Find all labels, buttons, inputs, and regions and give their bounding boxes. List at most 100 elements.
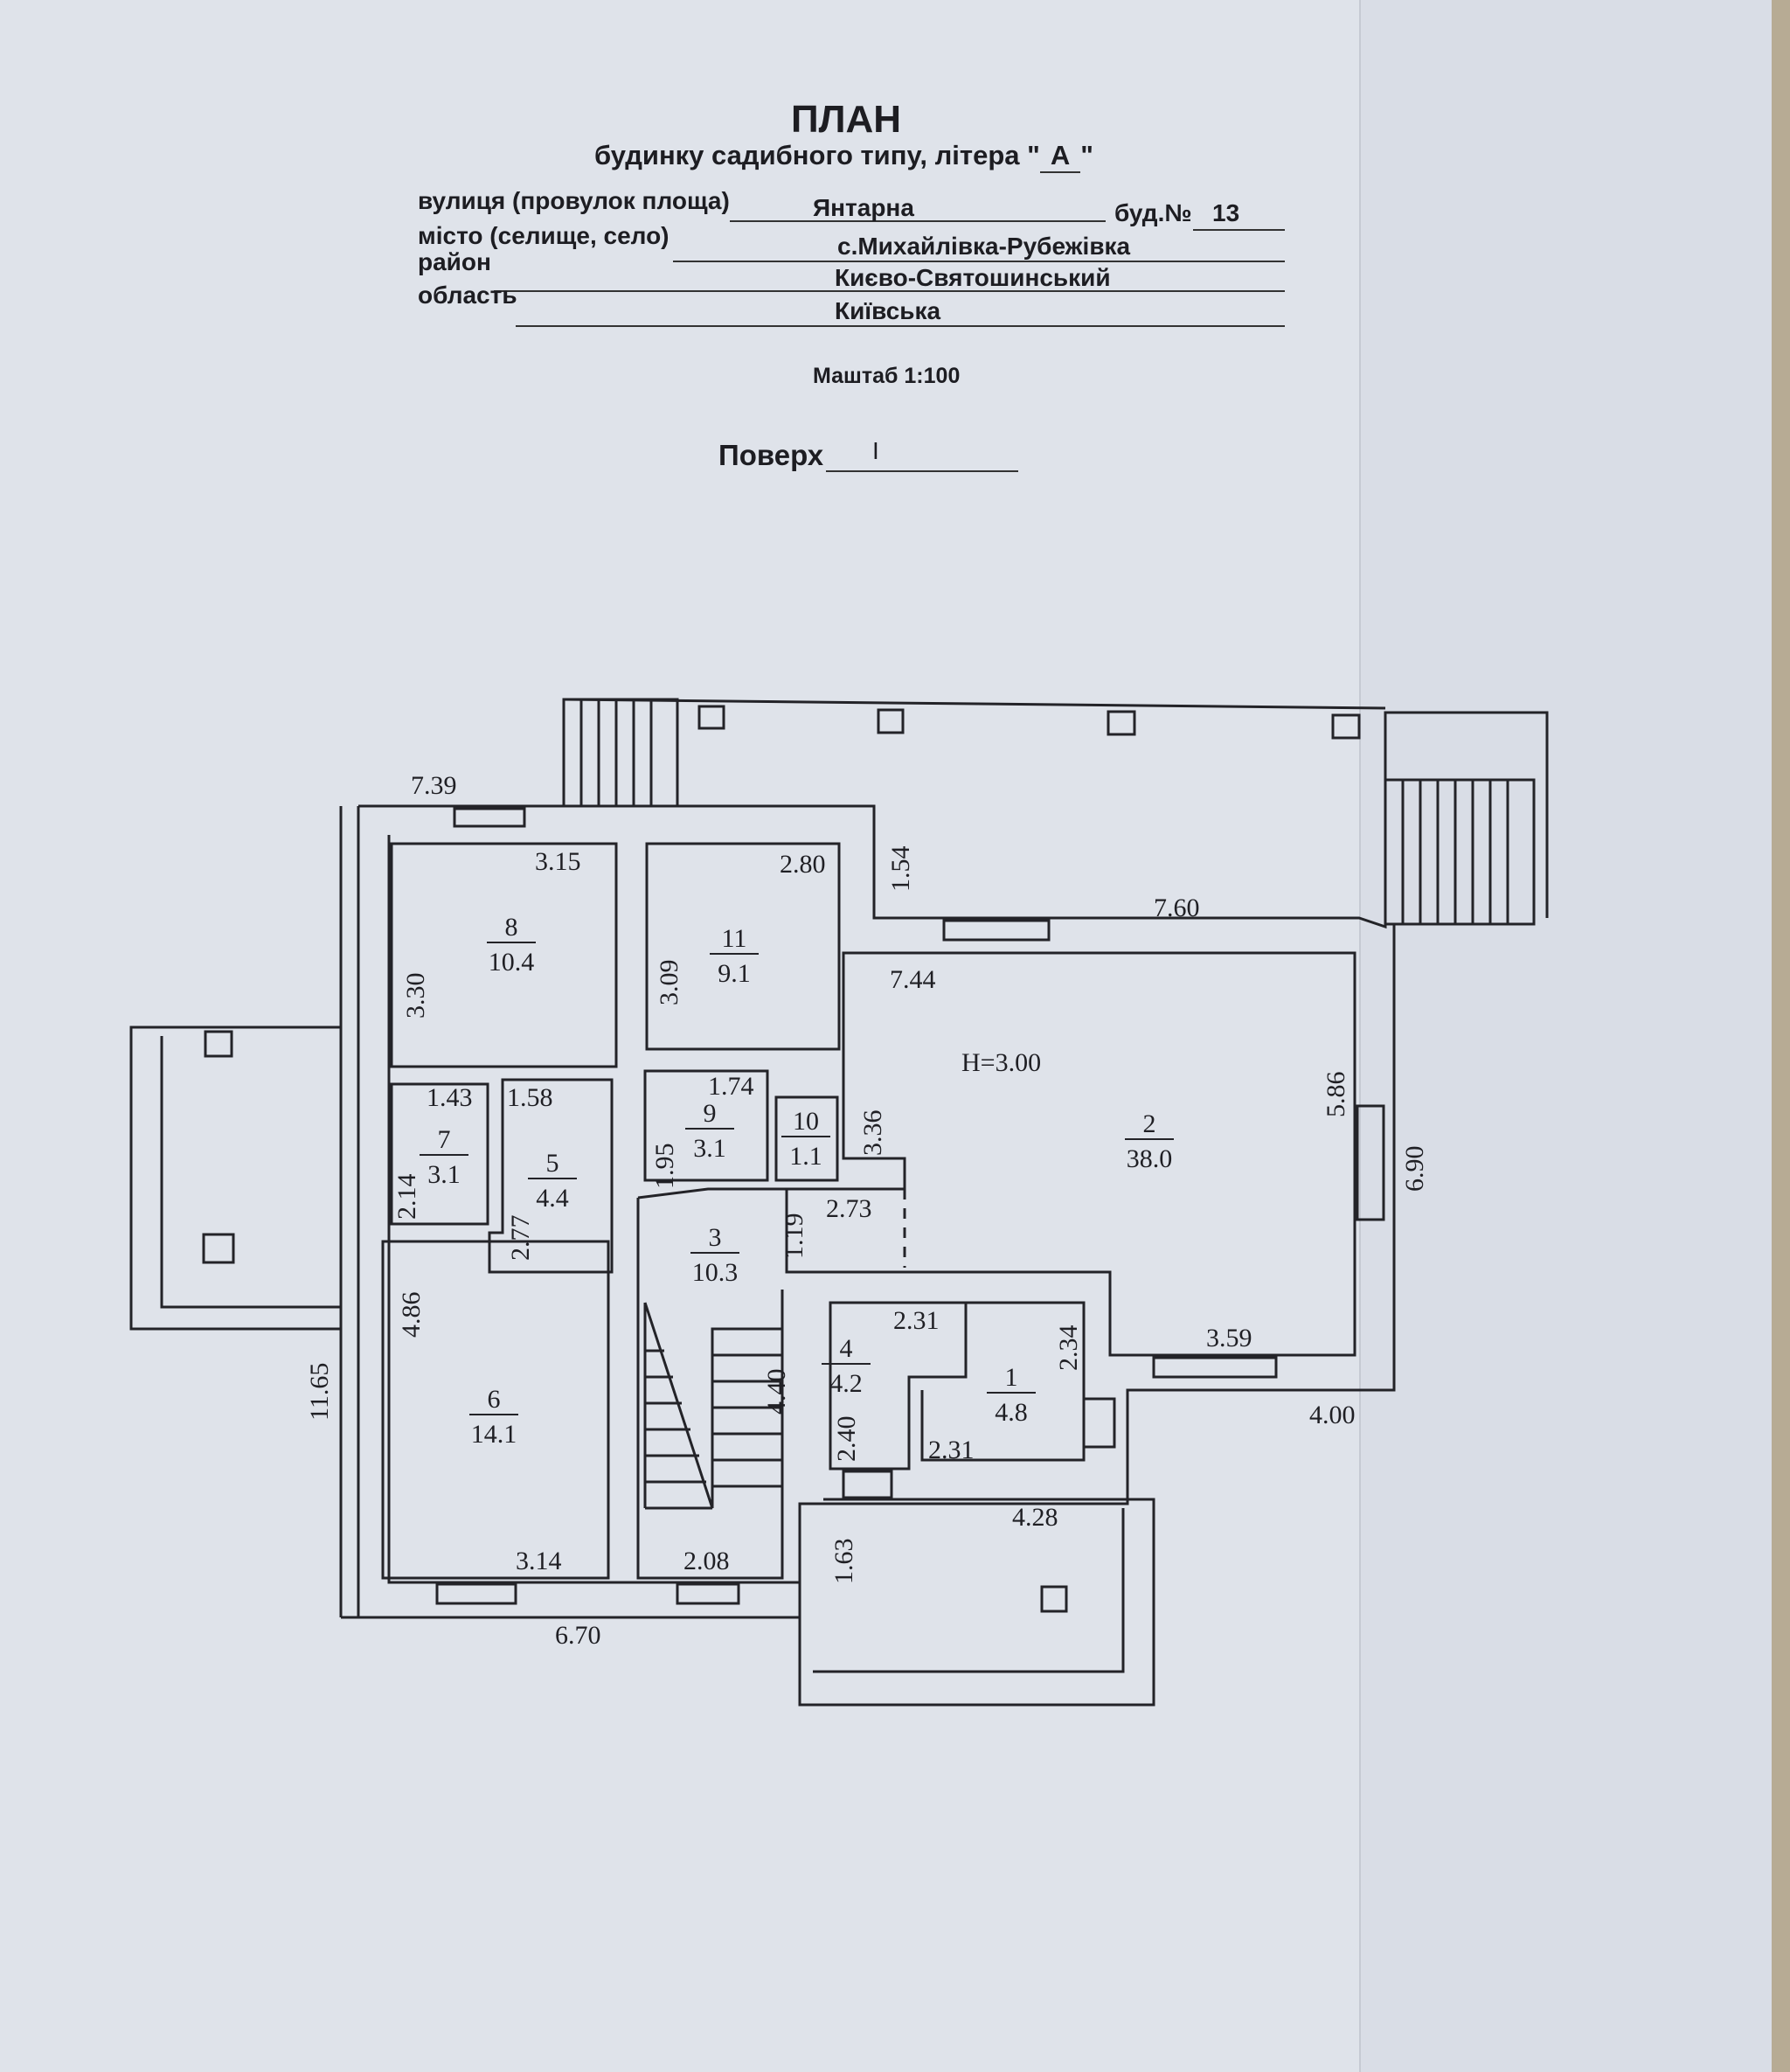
- dim-2-34: 2.34: [1054, 1325, 1083, 1372]
- floor-label: Поверх: [718, 439, 824, 471]
- dim-7-60: 7.60: [1154, 893, 1200, 922]
- room-area: 10.3: [692, 1258, 739, 1287]
- subtitle-suffix: ": [1080, 140, 1093, 170]
- building-label: буд.№: [1114, 199, 1192, 226]
- room-label-2: 238.0: [1125, 1109, 1174, 1173]
- street-underline: [730, 220, 1106, 222]
- dim-1-43: 1.43: [427, 1083, 473, 1112]
- dim-6-70: 6.70: [555, 1621, 601, 1650]
- building-underline: [1193, 229, 1285, 231]
- room-area: 9.1: [718, 959, 751, 988]
- scale-label: Маштаб 1:100: [813, 364, 961, 388]
- dim-5-86: 5.86: [1322, 1072, 1350, 1118]
- internal-stair: [643, 1302, 782, 1509]
- floor-underline: [826, 470, 1018, 472]
- dim-3-59: 3.59: [1206, 1324, 1252, 1352]
- dim-3-30: 3.30: [401, 973, 430, 1019]
- room-label-10: 101.1: [781, 1107, 830, 1171]
- dim-2-77: 2.77: [506, 1215, 535, 1262]
- dim-2-31a: 2.31: [893, 1306, 940, 1335]
- room-7-outline: [390, 1082, 489, 1226]
- room-label-4: 44.2: [822, 1334, 871, 1398]
- room-area: 4.2: [829, 1369, 863, 1398]
- dim-3-09: 3.09: [655, 960, 683, 1006]
- district-label: район: [418, 248, 491, 275]
- room-2-outline: [785, 951, 1356, 1357]
- room-label-1: 14.8: [987, 1363, 1036, 1427]
- dim-3-14: 3.14: [516, 1547, 562, 1575]
- room-number: 4: [840, 1334, 853, 1363]
- dim-6-90: 6.90: [1400, 1146, 1429, 1192]
- bottom-porch: [798, 1498, 1155, 1707]
- city-underline: [673, 261, 1285, 262]
- region-label: область: [418, 282, 517, 309]
- room-6-outline: [381, 1240, 610, 1580]
- room-number: 9: [704, 1099, 717, 1128]
- dim-2-08: 2.08: [683, 1547, 730, 1575]
- dim-1-58: 1.58: [507, 1083, 553, 1112]
- district-value: Києво-Святошинський: [835, 264, 1111, 291]
- region-underline: [516, 325, 1285, 327]
- document-page: [0, 0, 1363, 2072]
- terrace-outline: [562, 699, 1549, 929]
- room-number: 1: [1005, 1363, 1018, 1392]
- room-label-11: 119.1: [710, 924, 759, 988]
- dim-2-14: 2.14: [392, 1174, 421, 1220]
- building-value: 13: [1212, 199, 1240, 226]
- dim-1-95: 1.95: [650, 1144, 679, 1190]
- room-5-outline: [488, 1078, 614, 1274]
- dim-4-40: 4.40: [762, 1369, 791, 1415]
- room-number: 5: [546, 1149, 559, 1178]
- dim-11-65: 11.65: [305, 1363, 334, 1421]
- height-note: Н=3.00: [961, 1048, 1041, 1077]
- room-number: 8: [505, 913, 518, 942]
- room-label-7: 73.1: [420, 1125, 468, 1189]
- litera-value: А: [1039, 140, 1081, 173]
- room-label-9: 93.1: [685, 1099, 734, 1163]
- region-value: Київська: [835, 297, 941, 324]
- room-number: 10: [793, 1107, 819, 1136]
- room-10-outline: [774, 1095, 839, 1182]
- room-8-outline: [390, 842, 618, 1068]
- dim-4-00: 4.00: [1309, 1401, 1356, 1429]
- dim-7-44: 7.44: [890, 965, 936, 994]
- dim-2-80: 2.80: [780, 850, 826, 879]
- dim-1-74: 1.74: [708, 1072, 754, 1101]
- room-label-6: 614.1: [469, 1385, 518, 1449]
- room-area: 1.1: [789, 1142, 822, 1171]
- city-value: с.Михайлівка-Рубежівка: [837, 233, 1131, 260]
- dim-4-28: 4.28: [1012, 1503, 1058, 1532]
- dim-2-73: 2.73: [826, 1194, 872, 1223]
- dim-1-54: 1.54: [886, 846, 915, 893]
- subtitle-prefix: будинку садибного типу, літера ": [594, 140, 1040, 170]
- room-label-3: 310.3: [690, 1223, 739, 1287]
- room-area: 4.8: [995, 1398, 1028, 1427]
- room-number: 6: [488, 1385, 501, 1414]
- room-11-outline: [645, 842, 841, 1051]
- dim-3-15: 3.15: [535, 847, 581, 876]
- room-area: 3.1: [693, 1134, 726, 1163]
- floor-value: I: [872, 437, 879, 464]
- room-9-outline: [643, 1069, 769, 1182]
- dim-4-86: 4.86: [397, 1292, 426, 1338]
- page-subtitle: будинку садибного типу, літера "А": [594, 140, 1093, 173]
- room-number: 2: [1143, 1109, 1156, 1138]
- street-value: Янтарна: [813, 194, 914, 221]
- room-number: 11: [722, 924, 747, 953]
- room-number: 3: [709, 1223, 722, 1252]
- room-1-outline: [920, 1301, 1086, 1462]
- right-stair: [1384, 778, 1536, 926]
- room-number: 7: [438, 1125, 451, 1154]
- room-area: 38.0: [1127, 1144, 1173, 1173]
- room-label-5: 54.4: [528, 1149, 577, 1213]
- room-area: 14.1: [471, 1420, 517, 1449]
- dim-1-19: 1.19: [780, 1213, 808, 1260]
- terrace-top-edge: [563, 698, 1386, 710]
- district-underline: [494, 290, 1285, 292]
- dim-2-31b: 2.31: [928, 1436, 975, 1464]
- page-title: ПЛАН: [791, 98, 902, 141]
- room-area: 10.4: [489, 948, 535, 977]
- left-porch: [129, 1026, 341, 1331]
- dim-3-36: 3.36: [858, 1110, 887, 1157]
